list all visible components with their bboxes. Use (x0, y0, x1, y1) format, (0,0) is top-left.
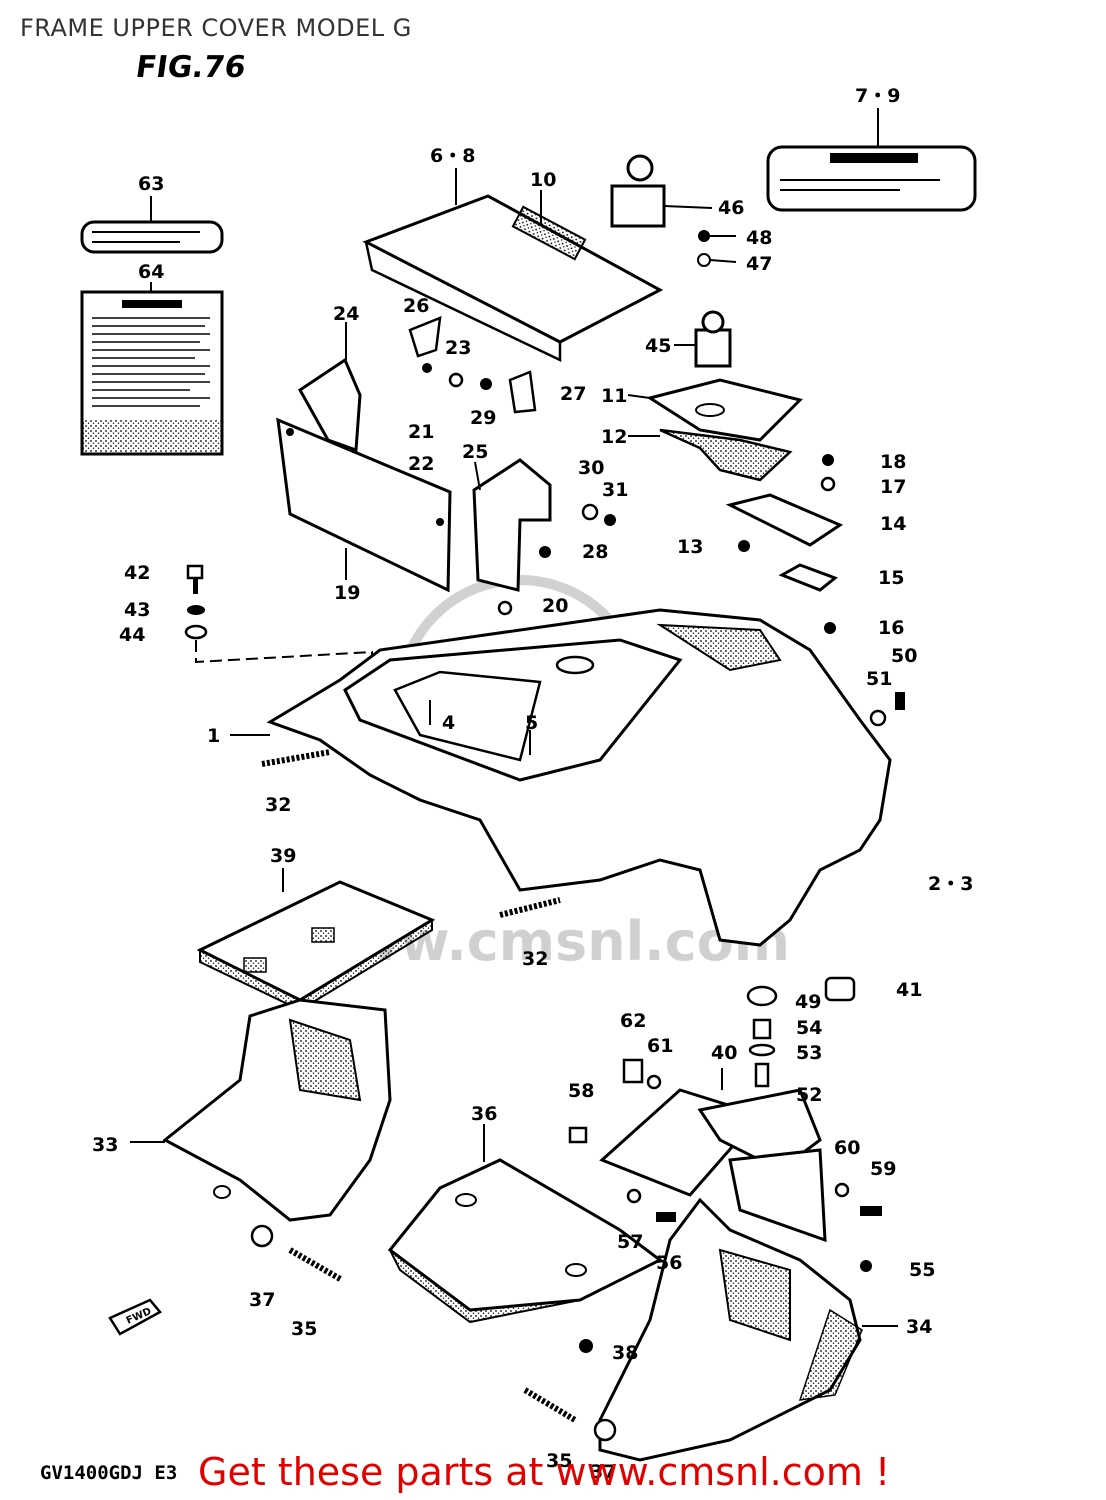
callout-37b: 37 (590, 1461, 616, 1483)
callout-16: 16 (878, 617, 904, 639)
callout-26: 26 (403, 295, 429, 317)
callout-41: 41 (896, 979, 922, 1001)
callout-34: 34 (906, 1316, 932, 1338)
callout-59: 59 (870, 1158, 896, 1180)
callout-61: 61 (647, 1035, 673, 1057)
callout-56: 56 (656, 1252, 682, 1274)
callout-28: 28 (582, 541, 608, 563)
callout-64: 64 (138, 261, 164, 283)
page-title: FRAME UPPER COVER MODEL G (20, 14, 412, 42)
callout-33: 33 (92, 1134, 118, 1156)
part-bolts-35-37-38[interactable] (250, 1224, 617, 1442)
part-bracket-24[interactable] (298, 322, 362, 453)
callout-21: 21 (408, 421, 434, 443)
callout-20: 20 (542, 595, 568, 617)
callout-27: 27 (560, 383, 586, 405)
part-plate-19[interactable] (276, 417, 452, 593)
part-stud-32b[interactable] (499, 897, 561, 918)
part-stay-15[interactable] (778, 563, 839, 634)
callout-15: 15 (878, 567, 904, 589)
callout-13: 13 (677, 536, 703, 558)
part-trunk-lid-6-8[interactable] (362, 168, 664, 362)
callout-35a: 35 (291, 1318, 317, 1340)
callout-63: 63 (138, 173, 164, 195)
part-hinge-14[interactable] (725, 454, 844, 552)
callout-44: 44 (119, 624, 145, 646)
part-fasteners-30-31[interactable] (497, 503, 616, 616)
part-clip-27[interactable] (480, 370, 537, 414)
callout-36: 36 (471, 1103, 497, 1125)
part-bracket-25[interactable] (472, 458, 552, 592)
callout-49: 49 (795, 991, 821, 1013)
part-plate-11[interactable] (627, 378, 803, 442)
part-emblem-7-9[interactable] (766, 108, 977, 212)
callout-52: 52 (796, 1084, 822, 1106)
callout-30: 30 (578, 457, 604, 479)
part-label-63[interactable] (80, 196, 224, 254)
callout-29: 29 (470, 407, 496, 429)
callout-25: 25 (462, 441, 488, 463)
callout-50: 50 (891, 645, 917, 667)
callout-58: 58 (568, 1080, 594, 1102)
callout-32a: 32 (265, 794, 291, 816)
callout-62: 62 (620, 1010, 646, 1032)
part-clip-26[interactable] (408, 316, 464, 388)
part-lock-46[interactable] (610, 154, 737, 267)
part-undercover-36[interactable] (387, 1124, 663, 1324)
callout-11: 11 (601, 385, 627, 407)
callout-5: 5 (525, 712, 538, 734)
part-lock-45[interactable] (674, 310, 732, 368)
part-side-cover-33[interactable] (130, 998, 392, 1222)
part-bolt-50-51[interactable] (869, 692, 905, 727)
callout-2-3: 2・3 (928, 873, 973, 895)
callout-12: 12 (601, 426, 627, 448)
callout-40: 40 (711, 1042, 737, 1064)
callout-labels: 7・9 6・8 10 63 64 46 48 47 24 26 23 45 27… (92, 85, 973, 1483)
callout-10: 10 (530, 169, 556, 191)
part-tray-39[interactable] (196, 868, 436, 1012)
part-side-cover-34[interactable] (598, 1197, 898, 1462)
promo-link[interactable]: Get these parts at www.cmsnl.com ! (198, 1450, 891, 1494)
callout-31: 31 (602, 479, 628, 501)
callout-24: 24 (333, 303, 359, 325)
callout-46: 46 (718, 197, 744, 219)
callout-60: 60 (834, 1137, 860, 1159)
callout-39: 39 (270, 845, 296, 867)
callout-57: 57 (617, 1231, 643, 1253)
callout-48: 48 (746, 227, 772, 249)
callout-1: 1 (207, 725, 220, 747)
part-plate-12[interactable] (628, 428, 793, 482)
callout-47: 47 (746, 253, 772, 275)
part-stud-32a[interactable] (261, 749, 331, 767)
callout-17: 17 (880, 476, 906, 498)
callout-4: 4 (442, 712, 455, 734)
callout-53: 53 (796, 1042, 822, 1064)
callout-42: 42 (124, 562, 150, 584)
callout-7-9: 7・9 (855, 85, 900, 107)
fwd-arrow-icon: FWD (108, 1298, 162, 1336)
callout-19: 19 (334, 582, 360, 604)
callout-14: 14 (880, 513, 906, 535)
callout-54: 54 (796, 1017, 822, 1039)
part-label-64[interactable] (80, 282, 224, 456)
callout-35b: 35 (546, 1450, 572, 1472)
callout-55: 55 (909, 1259, 935, 1281)
callout-45: 45 (645, 335, 671, 357)
part-spacers-49-54[interactable] (568, 976, 882, 1272)
callout-22: 22 (408, 453, 434, 475)
callout-51: 51 (866, 668, 892, 690)
model-code: GV1400GDJ E3 (40, 1462, 178, 1484)
callout-6-8: 6・8 (430, 145, 475, 167)
callout-32b: 32 (522, 948, 548, 970)
callout-38: 38 (612, 1342, 638, 1364)
part-plate-40[interactable] (599, 1068, 827, 1243)
callout-37a: 37 (249, 1289, 275, 1311)
callout-43: 43 (124, 599, 150, 621)
callout-23: 23 (445, 337, 471, 359)
callout-18: 18 (880, 451, 906, 473)
part-frame-upper-cover-1[interactable] (230, 608, 892, 947)
